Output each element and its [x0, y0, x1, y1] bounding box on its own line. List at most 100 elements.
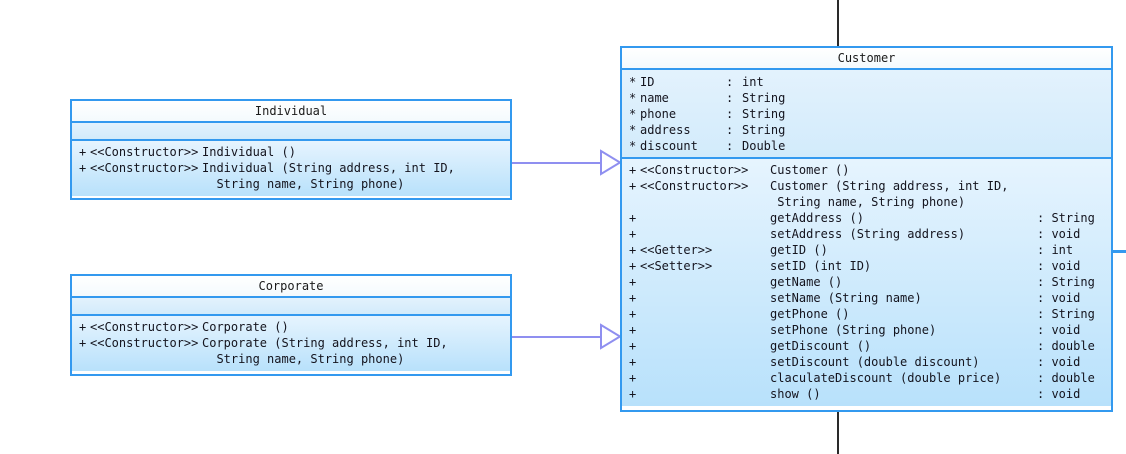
- operation-signature: getID (): [770, 243, 828, 257]
- operation-signature: claculateDiscount (double price): [770, 371, 1002, 385]
- attribute-separator: :: [726, 123, 734, 137]
- operation-signature: Corporate (): [202, 320, 289, 334]
- operation-row[interactable]: + setDiscount (double discount) : void: [622, 354, 1111, 370]
- operation-row[interactable]: + getName () : String: [622, 274, 1111, 290]
- attribute-name: discount: [640, 139, 698, 153]
- operation-signature: Individual (): [202, 145, 296, 159]
- class-box-customer[interactable]: Customer * ID : int * name : String * ph…: [620, 46, 1113, 412]
- attribute-name: ID: [640, 75, 655, 89]
- visibility-marker: +: [629, 387, 637, 401]
- visibility-marker: +: [629, 339, 637, 353]
- operation-row[interactable]: + <<Constructor>> Customer (String addre…: [622, 178, 1111, 210]
- attribute-row[interactable]: * phone : String: [622, 106, 1111, 122]
- attribute-type: String: [742, 91, 786, 105]
- operation-signature-line1: Individual (String address, int ID,: [202, 161, 455, 175]
- operation-row[interactable]: + <<Constructor>> Customer (): [622, 162, 1111, 178]
- operation-row[interactable]: + setName (String name) : void: [622, 290, 1111, 306]
- visibility-marker: +: [629, 211, 637, 225]
- operation-return-type: : void: [1037, 323, 1081, 337]
- operation-signature: Individual (String address, int ID, Stri…: [200, 160, 502, 192]
- operation-signature: setName (String name): [770, 291, 922, 305]
- operation-signature: setPhone (String phone): [770, 323, 937, 337]
- generalization-line-corporate: [512, 336, 602, 338]
- association-line-top: [837, 0, 839, 46]
- operation-return-type: : double: [1037, 339, 1095, 353]
- operation-signature-line2: String name, String phone): [770, 195, 966, 209]
- operations-compartment-individual: + <<Constructor>> Individual () + <<Cons…: [72, 141, 510, 196]
- operation-signature: setAddress (String address): [770, 227, 966, 241]
- operation-row[interactable]: + show () : void: [622, 386, 1111, 402]
- operation-row[interactable]: + setAddress (String address) : void: [622, 226, 1111, 242]
- class-name-corporate: Corporate: [72, 276, 510, 298]
- visibility-marker: *: [629, 107, 637, 121]
- operation-row[interactable]: + <<Constructor>> Individual (): [72, 144, 510, 160]
- operation-row[interactable]: + claculateDiscount (double price) : dou…: [622, 370, 1111, 386]
- operation-row[interactable]: + <<Constructor>> Corporate (String addr…: [72, 335, 510, 367]
- class-box-individual[interactable]: Individual + <<Constructor>> Individual …: [70, 99, 512, 200]
- operation-signature: getDiscount (): [770, 339, 872, 353]
- attributes-compartment-customer: * ID : int * name : String * phone : Str…: [622, 70, 1111, 159]
- operation-return-type: : void: [1037, 291, 1081, 305]
- visibility-marker: +: [629, 291, 637, 305]
- attribute-name: address: [640, 123, 691, 137]
- attribute-row[interactable]: * address : String: [622, 122, 1111, 138]
- visibility-marker: +: [629, 243, 637, 257]
- visibility-marker: +: [79, 145, 87, 159]
- visibility-marker: *: [629, 75, 637, 89]
- operation-row[interactable]: + setPhone (String phone) : void: [622, 322, 1111, 338]
- operation-return-type: : int: [1037, 243, 1074, 257]
- attribute-name: phone: [640, 107, 677, 121]
- visibility-marker: +: [629, 179, 637, 193]
- association-line-right: [1113, 250, 1126, 253]
- visibility-marker: +: [79, 336, 87, 350]
- attribute-type: Double: [742, 139, 786, 153]
- attribute-row[interactable]: * name : String: [622, 90, 1111, 106]
- operation-return-type: : String: [1037, 211, 1095, 225]
- operations-compartment-customer: + <<Constructor>> Customer () + <<Constr…: [622, 159, 1111, 406]
- operation-row[interactable]: + getPhone () : String: [622, 306, 1111, 322]
- attribute-type: String: [742, 123, 786, 137]
- operation-signature: getPhone (): [770, 307, 850, 321]
- operation-return-type: : String: [1037, 307, 1095, 321]
- attribute-row[interactable]: * ID : int: [622, 74, 1111, 90]
- operation-return-type: : String: [1037, 275, 1095, 289]
- visibility-marker: +: [629, 307, 637, 321]
- operation-row[interactable]: + <<Constructor>> Individual (String add…: [72, 160, 510, 192]
- stereotype-label: <<Constructor>>: [90, 145, 199, 159]
- attributes-compartment-corporate: [72, 298, 510, 316]
- operation-row[interactable]: + <<Setter>> setID (int ID) : void: [622, 258, 1111, 274]
- operation-signature-line2: String name, String phone): [202, 177, 405, 191]
- operation-signature: Customer (): [770, 163, 850, 177]
- generalization-arrowhead-corporate: [600, 323, 622, 350]
- operation-signature-line1: Customer (String address, int ID,: [770, 179, 1009, 193]
- operation-signature: setDiscount (double discount): [770, 355, 980, 369]
- visibility-marker: +: [79, 320, 87, 334]
- operation-row[interactable]: + getAddress () : String: [622, 210, 1111, 226]
- visibility-marker: *: [629, 91, 637, 105]
- visibility-marker: *: [629, 139, 637, 153]
- operation-return-type: : void: [1037, 355, 1081, 369]
- operation-signature-line1: Corporate (String address, int ID,: [202, 336, 448, 350]
- visibility-marker: +: [79, 161, 87, 175]
- attribute-type: String: [742, 107, 786, 121]
- operation-signature: setID (int ID): [770, 259, 872, 273]
- operation-signature: getAddress (): [770, 211, 864, 225]
- attribute-separator: :: [726, 139, 734, 153]
- operation-signature-line2: String name, String phone): [202, 352, 405, 366]
- operation-row[interactable]: + <<Constructor>> Corporate (): [72, 319, 510, 335]
- attributes-compartment-individual: [72, 123, 510, 141]
- attribute-row[interactable]: * discount : Double: [622, 138, 1111, 154]
- stereotype-label: <<Setter>>: [640, 259, 713, 273]
- operation-row[interactable]: + getDiscount () : double: [622, 338, 1111, 354]
- operation-return-type: : double: [1037, 371, 1095, 385]
- class-box-corporate[interactable]: Corporate + <<Constructor>> Corporate ()…: [70, 274, 512, 376]
- operation-signature: getName (): [770, 275, 843, 289]
- operation-row[interactable]: + <<Getter>> getID () : int: [622, 242, 1111, 258]
- stereotype-label: <<Constructor>>: [640, 179, 749, 193]
- visibility-marker: +: [629, 371, 637, 385]
- attribute-separator: :: [726, 75, 734, 89]
- visibility-marker: *: [629, 123, 637, 137]
- attribute-name: name: [640, 91, 669, 105]
- visibility-marker: +: [629, 355, 637, 369]
